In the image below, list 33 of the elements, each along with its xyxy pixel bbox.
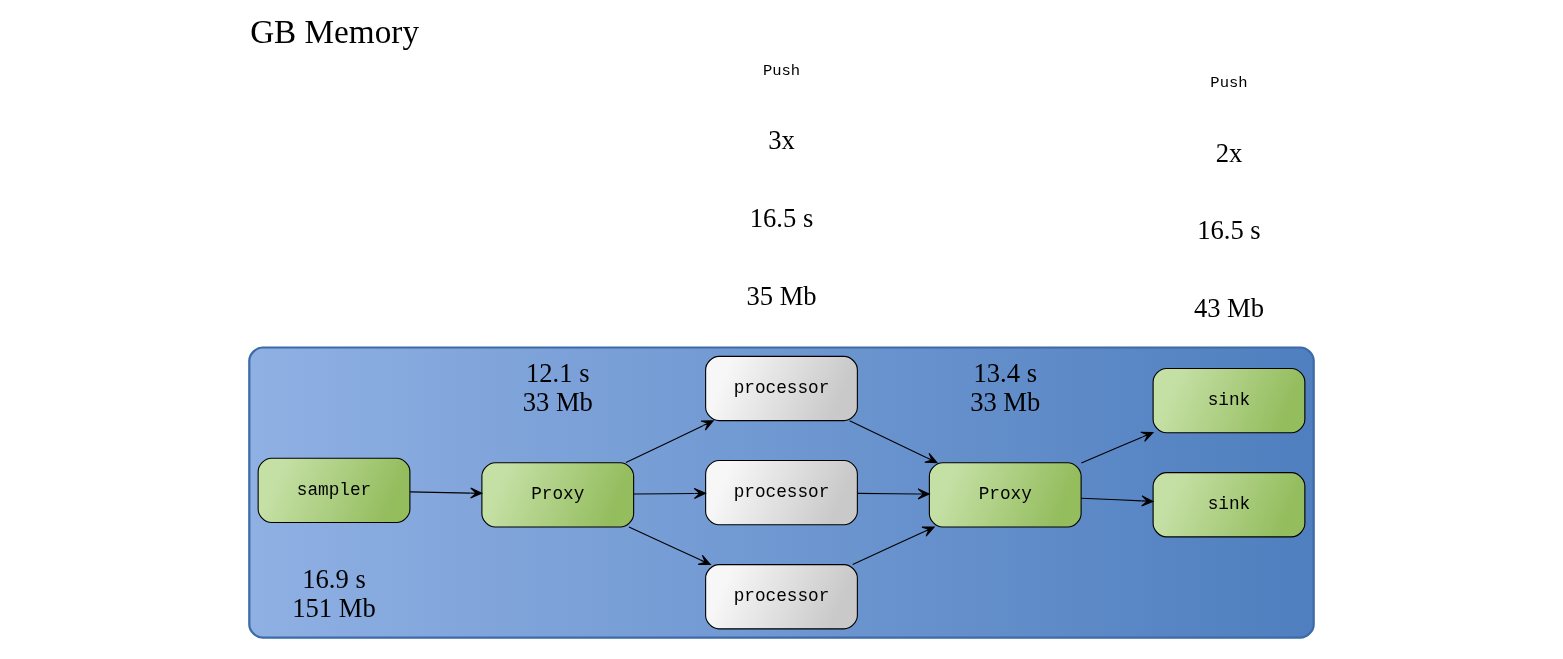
label: 3x [768, 125, 795, 156]
node-label: 16.9 s [302, 564, 366, 595]
label: Push [762, 61, 801, 80]
node-box: sampler [257, 457, 411, 524]
arrow [1080, 495, 1154, 507]
arrow [625, 420, 714, 464]
arrow [852, 526, 935, 566]
arrow [409, 487, 483, 499]
label: Push [1210, 73, 1248, 92]
node-label: 13.4 s [973, 358, 1037, 389]
node-label: 151 Mb [292, 592, 376, 623]
arrow [857, 488, 930, 500]
node-box: Proxy [481, 462, 635, 528]
label: 35 Mb [746, 280, 817, 311]
diagram-title: GB Memory [250, 13, 420, 51]
cluster [248, 346, 1315, 639]
node-label: 12.1 s [526, 358, 590, 389]
label: 43 Mb [1193, 292, 1265, 323]
arrow [849, 420, 938, 464]
node-box: sink [1152, 472, 1306, 538]
node-box: processor [705, 564, 858, 630]
node-box: processor [705, 459, 858, 526]
label: 2x [1215, 137, 1243, 168]
node-box: processor [705, 355, 858, 422]
arrow [633, 487, 707, 499]
arrow [1080, 431, 1154, 464]
node-label: 33 Mb [522, 386, 593, 417]
arrow [628, 526, 711, 566]
node-box: Proxy [928, 462, 1082, 528]
node-label: 33 Mb [970, 386, 1041, 417]
label: 16.5 s [749, 202, 814, 233]
label: 16.5 s [1197, 215, 1261, 246]
node-box: sink [1152, 368, 1306, 434]
